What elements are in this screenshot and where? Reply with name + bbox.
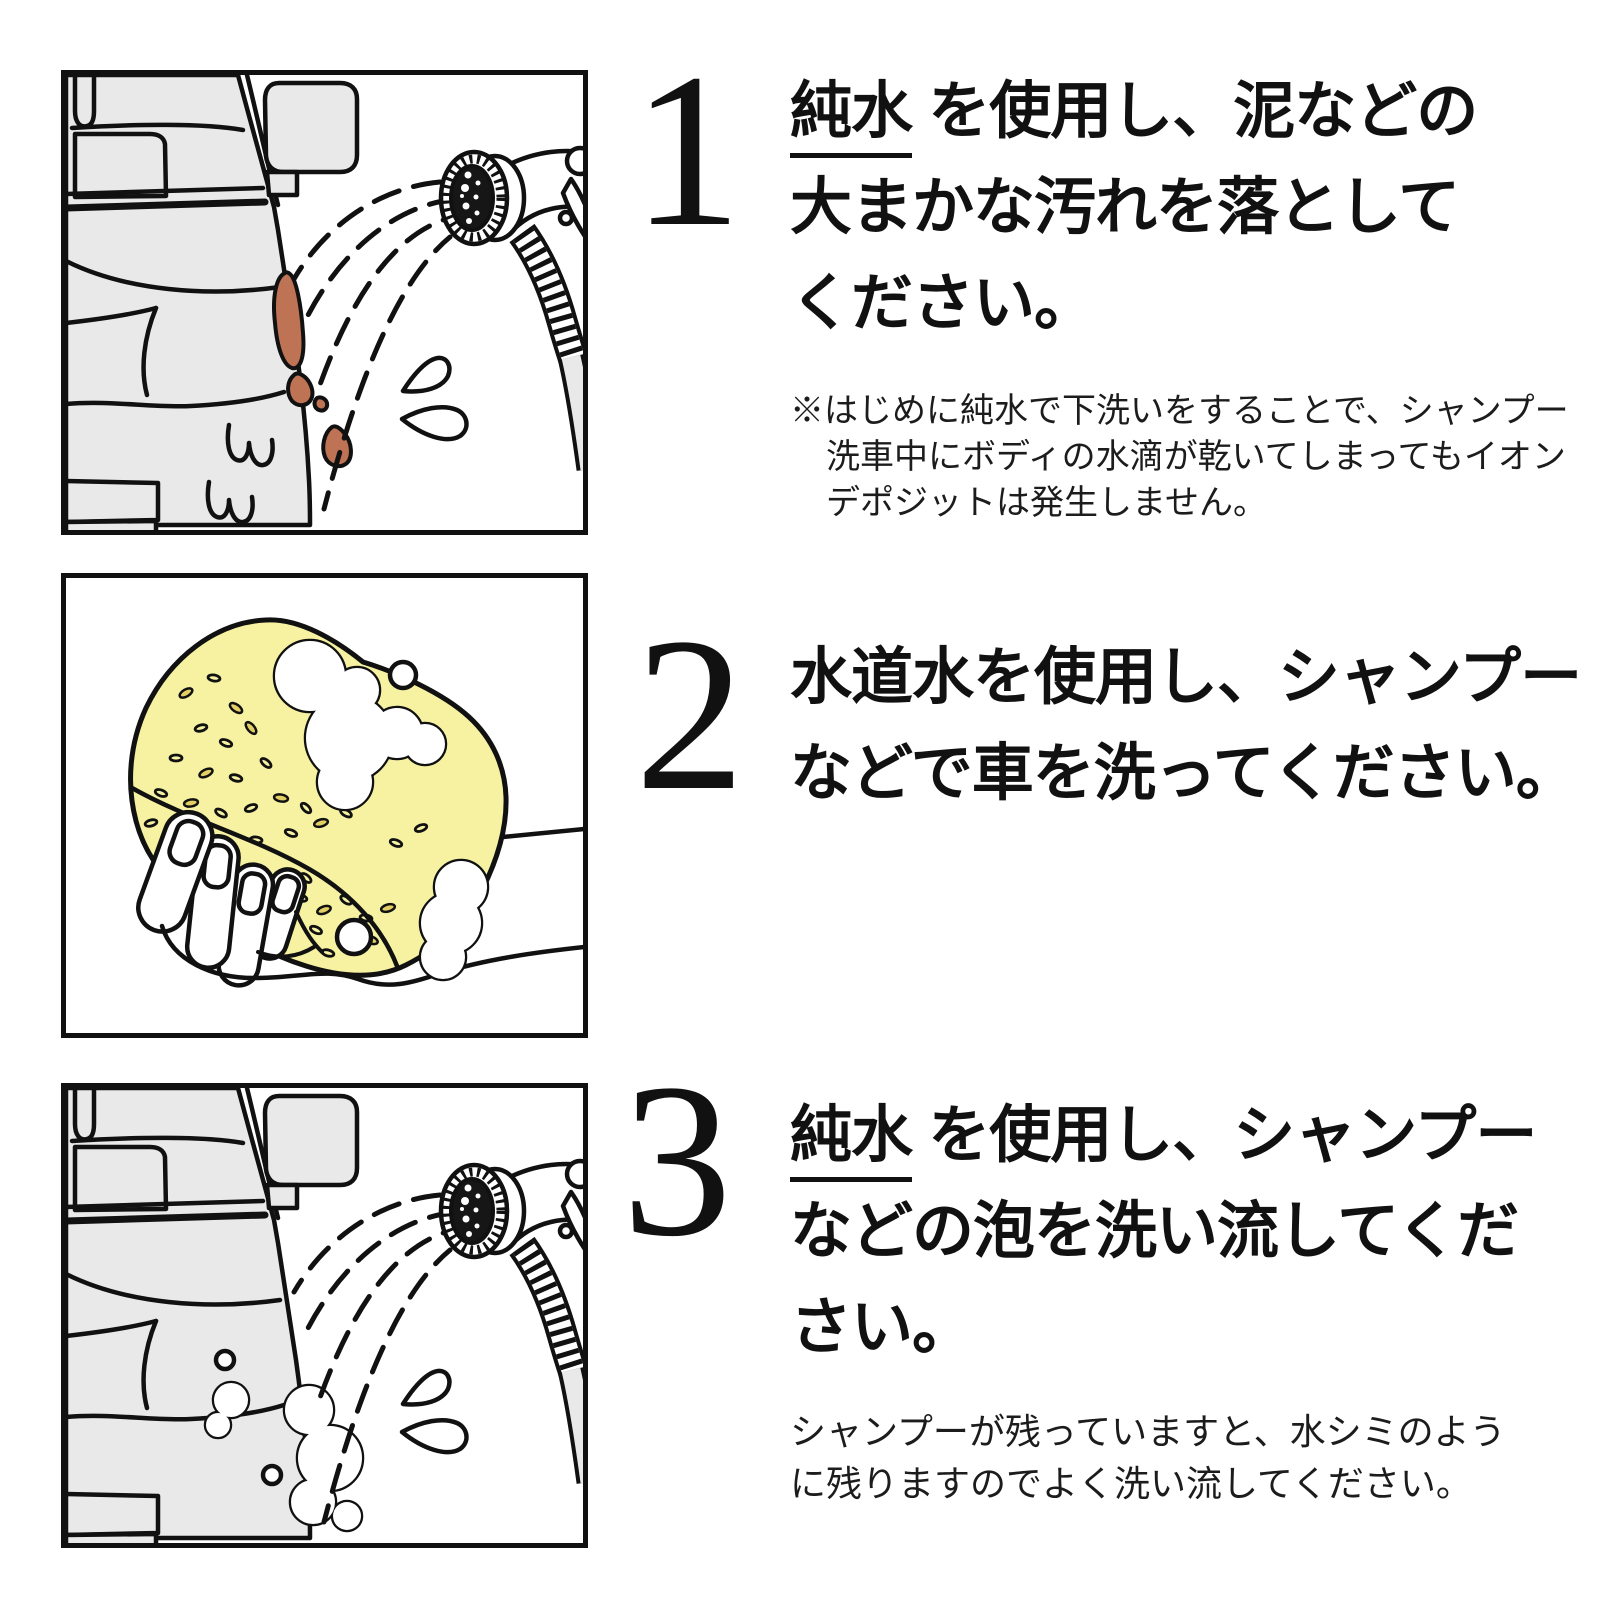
note-line: ※はじめに純水で下洗いをすることで、シャンプー [790, 392, 1569, 430]
heading-line: 水道水を使用し、シャンプー [790, 643, 1582, 712]
heading-line: ください。 [790, 269, 1096, 338]
foam-bubbles [203, 1348, 365, 1533]
step-number-1: 1 [632, 28, 742, 272]
note-line: に残りますのでよく洗い流してください。 [790, 1463, 1472, 1504]
keyword-pure-water: 純水 [790, 1101, 913, 1182]
arm-lines [500, 826, 583, 840]
note-line: 洗車中にボディの水滴が乾いてしまってもイオン [826, 438, 1566, 476]
step1-note: ※はじめに純水で下洗いをすることで、シャンプー 洗車中にボディの水滴が乾いてしま… [790, 388, 1569, 526]
heading-text: を使用し、泥などの [912, 77, 1478, 146]
note-line: デポジットは発生しません。 [826, 484, 1267, 522]
heading-line: 純水 を使用し、シャンプー [790, 1088, 1537, 1184]
step-number-3: 3 [622, 1038, 732, 1282]
heading-line: 純水 を使用し、泥などの [790, 64, 1478, 160]
keyword-pure-water: 純水 [790, 77, 913, 158]
foam-bubbles [272, 638, 490, 982]
step2-heading: 水道水を使用し、シャンプー などで車を洗ってください。 [790, 630, 1582, 822]
step3-panel [61, 1083, 588, 1548]
heading-line: 大まかな汚れを落として [790, 173, 1460, 242]
step3-car-rinse-foam-illustration [66, 1088, 583, 1543]
step1-heading: 純水 を使用し、泥などの 大まかな汚れを落として ください。 [790, 64, 1478, 352]
heading-line: などで車を洗ってください。 [790, 739, 1578, 808]
step-number-2: 2 [635, 592, 745, 836]
note-line: シャンプーが残っていますと、水シミのよう [790, 1411, 1506, 1452]
step2-sponge-hand-illustration [128, 617, 583, 988]
heading-line: などの泡を洗い流してくだ [790, 1197, 1519, 1266]
step1-car-spray-mud-illustration [66, 75, 583, 530]
step1-panel [61, 70, 588, 535]
hand-icon [136, 809, 583, 988]
step3-heading: 純水 を使用し、シャンプー などの泡を洗い流してくだ さい。 [790, 1088, 1537, 1376]
step2-panel [61, 573, 588, 1038]
heading-line: さい。 [790, 1293, 974, 1362]
step3-note: シャンプーが残っていますと、水シミのよう に残りますのでよく洗い流してください。 [790, 1406, 1506, 1510]
water-trickle-lines [205, 422, 275, 525]
heading-text: を使用し、シャンプー [912, 1101, 1537, 1170]
